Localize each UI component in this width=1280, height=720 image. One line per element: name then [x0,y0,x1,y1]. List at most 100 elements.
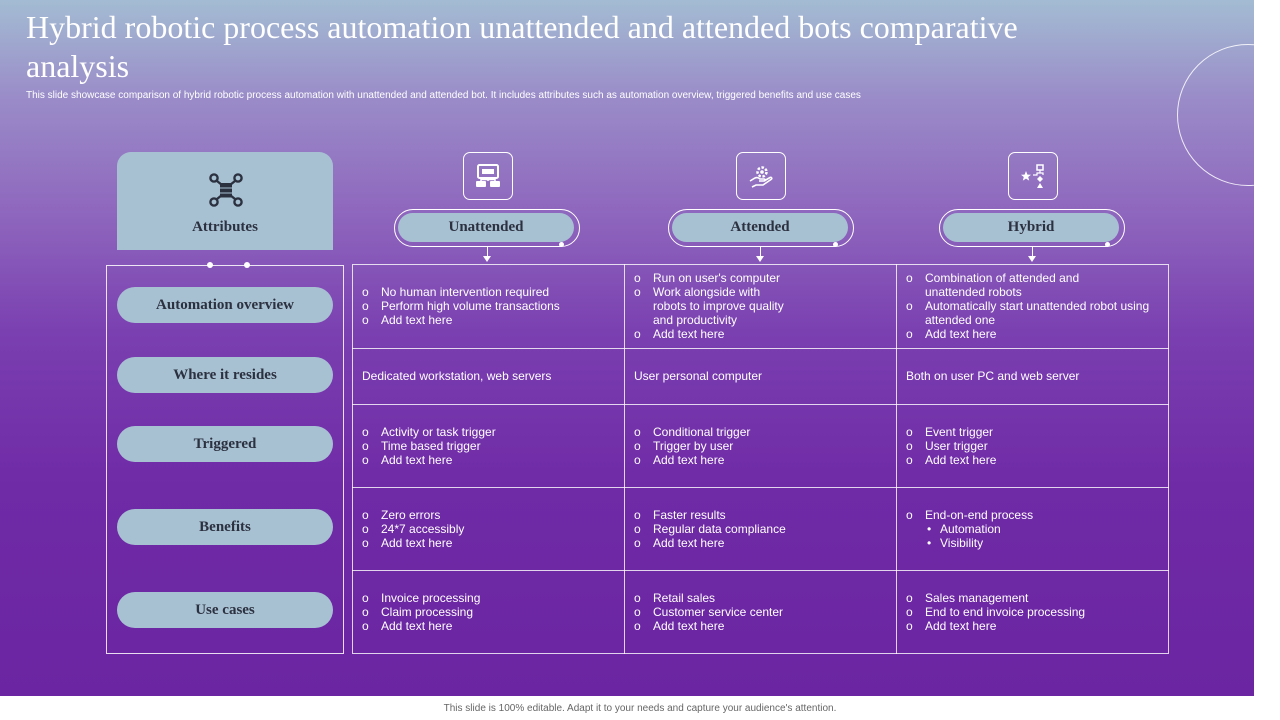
row-label-triggered: Triggered [117,426,333,462]
bullet-list: Conditional trigger Trigger by user Add … [624,425,896,467]
table-cell: Conditional trigger Trigger by user Add … [624,404,896,487]
attributes-box [106,265,344,654]
column-header-attended: Attended [672,213,848,242]
table-divider [352,487,1169,488]
comparison-table [352,264,1169,654]
list-item: Add text here [362,536,614,550]
bullet-list: End-on-end process Automation Visibility [896,508,1168,550]
list-item: Add text here [906,327,1158,341]
table-cell: Invoice processing Claim processing Add … [352,570,624,654]
row-label-where-it-resides: Where it resides [117,357,333,393]
list-item: Add text here [634,536,886,550]
sub-list-item: Automation [906,522,1158,536]
bullet-list: Zero errors 24*7 accessibly Add text her… [352,508,624,550]
table-divider [896,264,897,654]
list-item: Add text here [634,453,886,467]
table-cell: Retail sales Customer service center Add… [624,570,896,654]
table-cell: Zero errors 24*7 accessibly Add text her… [352,487,624,570]
list-item: Add text here [906,619,1158,633]
row-label-use-cases: Use cases [117,592,333,628]
footer-note: This slide is 100% editable. Adapt it to… [443,703,837,714]
unattended-icon-box [463,152,513,200]
attended-header-outline [668,209,854,247]
bullet-list: Sales management End to end invoice proc… [896,591,1168,633]
list-item: Trigger by user [634,439,886,453]
list-item: Perform high volume transactions [362,299,614,313]
decorative-circle [1177,44,1254,186]
table-divider [624,264,625,654]
bullet-list: Faster results Regular data compliance A… [624,508,896,550]
bullet-list: Event trigger User trigger Add text here [896,425,1168,467]
table-cell: No human intervention required Perform h… [352,264,624,348]
down-arrow-icon [483,247,491,262]
hand-gear-icon [749,166,773,188]
slide-title: Hybrid robotic process automation unatte… [26,9,1018,84]
list-item: Add text here [362,619,614,633]
list-item: End-on-end process [906,508,1158,522]
table-divider [352,570,1169,571]
list-item: Automatically start unattended robot usi… [906,299,1158,327]
list-item: Run on user's computer [634,271,886,285]
table-cell: Combination of attended and unattended r… [896,264,1168,348]
table-divider [352,348,1169,349]
list-item: Add text here [634,619,886,633]
list-item: 24*7 accessibly [362,522,614,536]
list-item: Work alongside with robots to improve qu… [634,285,886,327]
slide-subtitle: This slide showcase comparison of hybrid… [26,90,861,101]
table-cell: End-on-end process Automation Visibility [896,487,1168,570]
bullet-list: Retail sales Customer service center Add… [624,591,896,633]
hybrid-header-outline [939,209,1125,247]
list-item: User trigger [906,439,1158,453]
table-cell: Event trigger User trigger Add text here [896,404,1168,487]
list-item: Customer service center [634,605,886,619]
table-cell: Run on user's computer Work alongside wi… [624,264,896,348]
bullet-list: Activity or task trigger Time based trig… [352,425,624,467]
network-nodes-icon [209,173,243,207]
list-item: Add text here [362,453,614,467]
bullet-list: Invoice processing Claim processing Add … [352,591,624,633]
list-item: Event trigger [906,425,1158,439]
table-divider [352,404,1169,405]
attended-icon-box [736,152,786,200]
table-cell: Dedicated workstation, web servers [352,348,624,404]
list-item: Regular data compliance [634,522,886,536]
list-item: Activity or task trigger [362,425,614,439]
list-item: Sales management [906,591,1158,605]
column-header-hybrid: Hybrid [943,213,1119,242]
row-label-automation-overview: Automation overview [117,287,333,323]
attributes-title: Attributes [192,219,258,235]
table-cell: Faster results Regular data compliance A… [624,487,896,570]
sub-list-item: Visibility [906,536,1158,550]
list-item: Conditional trigger [634,425,886,439]
list-item: Time based trigger [362,439,614,453]
table-cell: Both on user PC and web server [896,348,1168,404]
connector-dot [559,242,564,247]
cell-text: User personal computer [634,369,763,383]
list-item: Add text here [634,327,886,341]
connector-dot [833,242,838,247]
list-item: Add text here [906,453,1158,467]
unattended-header-outline [394,209,580,247]
column-header-unattended: Unattended [398,213,574,242]
list-item: Faster results [634,508,886,522]
bullet-list: Run on user's computer Work alongside wi… [624,271,896,341]
slide: Hybrid robotic process automation unatte… [0,0,1254,696]
connector-dot [1105,242,1110,247]
list-item: Add text here [362,313,614,327]
list-item: Combination of attended and unattended r… [906,271,1158,299]
row-label-benefits: Benefits [117,509,333,545]
list-item: No human intervention required [362,285,614,299]
list-item: Invoice processing [362,591,614,605]
list-item: End to end invoice processing [906,605,1158,619]
cell-text: Dedicated workstation, web servers [362,369,552,383]
table-cell: Activity or task trigger Time based trig… [352,404,624,487]
list-item: Retail sales [634,591,886,605]
bullet-list: No human intervention required Perform h… [352,285,624,327]
cell-text: Both on user PC and web server [906,369,1080,383]
table-cell: User personal computer [624,348,896,404]
bullet-list: Combination of attended and unattended r… [896,271,1168,341]
table-cell: Sales management End to end invoice proc… [896,570,1168,654]
down-arrow-icon [756,247,764,262]
list-item: Claim processing [362,605,614,619]
list-item: Zero errors [362,508,614,522]
